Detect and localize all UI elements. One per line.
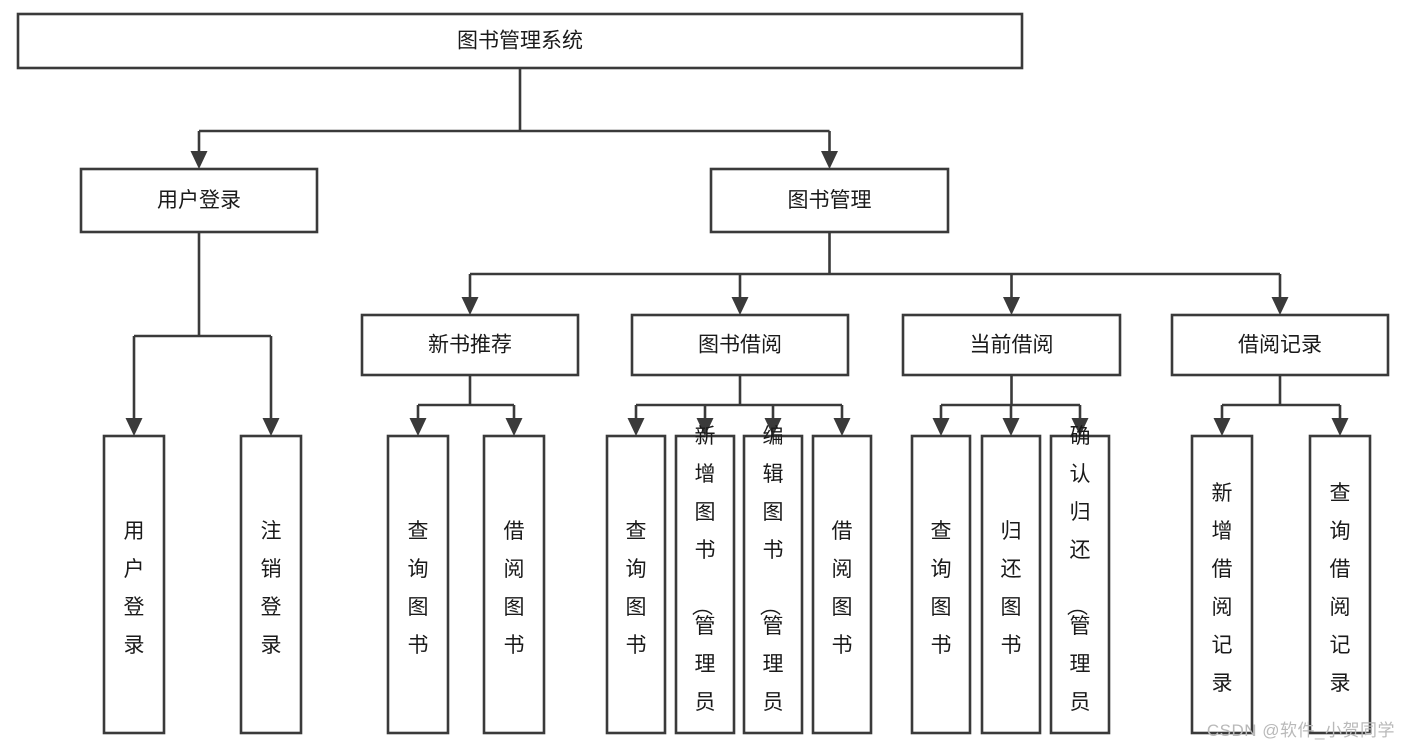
node-box-login[interactable] [79, 167, 319, 234]
node-root[interactable]: 图书管理系统 [16, 12, 1024, 70]
node-label-l6: 新增图书（管理员） [690, 425, 716, 747]
node-box-l9[interactable] [910, 434, 972, 735]
node-l7[interactable]: 编辑图书（管理员） [742, 425, 804, 747]
node-label-l3: 查询图书 [408, 520, 429, 657]
node-l2[interactable]: 注销登录 [239, 434, 303, 735]
node-box-bookmgmt[interactable] [709, 167, 950, 234]
node-l11[interactable]: 确认归还（管理员） [1049, 425, 1111, 747]
node-label-borrow: 图书借阅 [698, 334, 782, 357]
node-label-current: 当前借阅 [970, 334, 1054, 357]
node-box-l1[interactable] [102, 434, 166, 735]
node-box-l6[interactable] [674, 434, 736, 735]
node-l9[interactable]: 查询图书 [910, 434, 972, 735]
node-box-l10[interactable] [980, 434, 1042, 735]
node-record[interactable]: 借阅记录 [1170, 313, 1390, 377]
node-label-l8: 借阅图书 [832, 520, 853, 657]
node-box-l12[interactable] [1190, 434, 1254, 735]
node-box-l11[interactable] [1049, 434, 1111, 735]
node-label-root: 图书管理系统 [457, 30, 583, 53]
node-l3[interactable]: 查询图书 [386, 434, 450, 735]
node-box-root[interactable] [16, 12, 1024, 70]
node-label-login: 用户登录 [157, 189, 241, 212]
node-label-newbook: 新书推荐 [428, 334, 512, 357]
node-box-l13[interactable] [1308, 434, 1372, 735]
node-label-l11: 确认归还（管理员） [1065, 425, 1091, 747]
node-l10[interactable]: 归还图书 [980, 434, 1042, 735]
node-label-l2: 注销登录 [261, 520, 282, 657]
node-newbook[interactable]: 新书推荐 [360, 313, 580, 377]
node-box-current[interactable] [901, 313, 1122, 377]
node-label-l12: 新增借阅记录 [1212, 482, 1233, 695]
node-label-l1: 用户登录 [124, 520, 145, 657]
node-l8[interactable]: 借阅图书 [811, 434, 873, 735]
node-box-l2[interactable] [239, 434, 303, 735]
node-box-l4[interactable] [482, 434, 546, 735]
node-bookmgmt[interactable]: 图书管理 [709, 167, 950, 234]
node-label-l13: 查询借阅记录 [1330, 482, 1351, 695]
node-l5[interactable]: 查询图书 [605, 434, 667, 735]
node-box-l8[interactable] [811, 434, 873, 735]
node-box-l5[interactable] [605, 434, 667, 735]
node-box-l7[interactable] [742, 434, 804, 735]
node-box-record[interactable] [1170, 313, 1390, 377]
node-login[interactable]: 用户登录 [79, 167, 319, 234]
node-label-l7: 编辑图书（管理员） [758, 425, 784, 747]
node-l4[interactable]: 借阅图书 [482, 434, 546, 735]
node-label-l9: 查询图书 [931, 520, 952, 657]
node-label-l5: 查询图书 [626, 520, 647, 657]
node-label-l10: 归还图书 [1001, 520, 1022, 657]
node-l1[interactable]: 用户登录 [102, 434, 166, 735]
node-box-l3[interactable] [386, 434, 450, 735]
node-borrow[interactable]: 图书借阅 [630, 313, 850, 377]
node-current[interactable]: 当前借阅 [901, 313, 1122, 377]
watermark-label: CSDN @软件_小贺同学 [1206, 721, 1395, 740]
node-label-bookmgmt: 图书管理 [788, 189, 872, 212]
node-box-borrow[interactable] [630, 313, 850, 377]
node-l6[interactable]: 新增图书（管理员） [674, 425, 736, 747]
node-label-record: 借阅记录 [1238, 334, 1322, 357]
node-l13[interactable]: 查询借阅记录 [1308, 434, 1372, 735]
node-l12[interactable]: 新增借阅记录 [1190, 434, 1254, 735]
node-box-newbook[interactable] [360, 313, 580, 377]
node-label-l4: 借阅图书 [504, 520, 525, 657]
